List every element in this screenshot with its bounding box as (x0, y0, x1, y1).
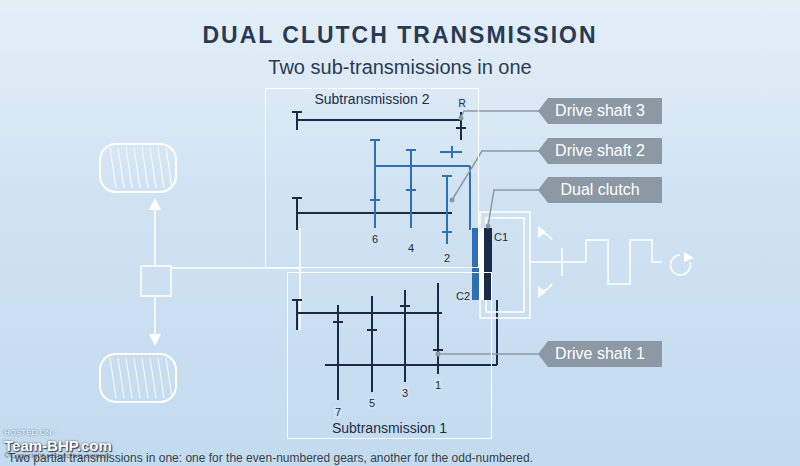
callout-text: Drive shaft 2 (555, 142, 645, 160)
gear-number: 2 (443, 252, 451, 264)
callout-label: Drive shaft 2 (538, 138, 662, 164)
subtitle: Two sub-transmissions in one (0, 56, 800, 79)
crankshaft (586, 240, 662, 284)
region-heading: Subtransmission 2 (266, 91, 478, 107)
differential (141, 266, 171, 296)
callout-label: Drive shaft 3 (538, 98, 662, 124)
diagram-title: DUAL CLUTCH TRANSMISSION (0, 22, 800, 49)
region-heading: Subtransmission 1 (288, 420, 491, 436)
callout-label: Dual clutch (538, 177, 662, 203)
watermark: HOSTED ON : (4, 428, 56, 437)
gear-number: R (457, 98, 466, 109)
tyre (100, 144, 176, 192)
callout-label: Drive shaft 1 (538, 341, 662, 367)
clutch-label: C2 (455, 290, 471, 302)
gear-number: 5 (368, 397, 376, 409)
gear-number: 6 (371, 233, 379, 245)
tyre-tread (110, 148, 172, 398)
caption: Two partial transmissions in one: one fo… (8, 451, 533, 465)
gear-number: 4 (407, 242, 415, 254)
clutch-plate (484, 228, 492, 300)
callout-text: Dual clutch (560, 181, 639, 199)
callout-text: Drive shaft 3 (555, 102, 645, 120)
gear-number: 3 (401, 387, 409, 399)
clutch-plate (472, 228, 479, 300)
tyre (100, 354, 176, 402)
gear-number: 1 (434, 379, 442, 391)
gear-number: 7 (334, 406, 342, 418)
callout-text: Drive shaft 1 (555, 345, 645, 363)
clutch-label: C1 (493, 231, 509, 243)
